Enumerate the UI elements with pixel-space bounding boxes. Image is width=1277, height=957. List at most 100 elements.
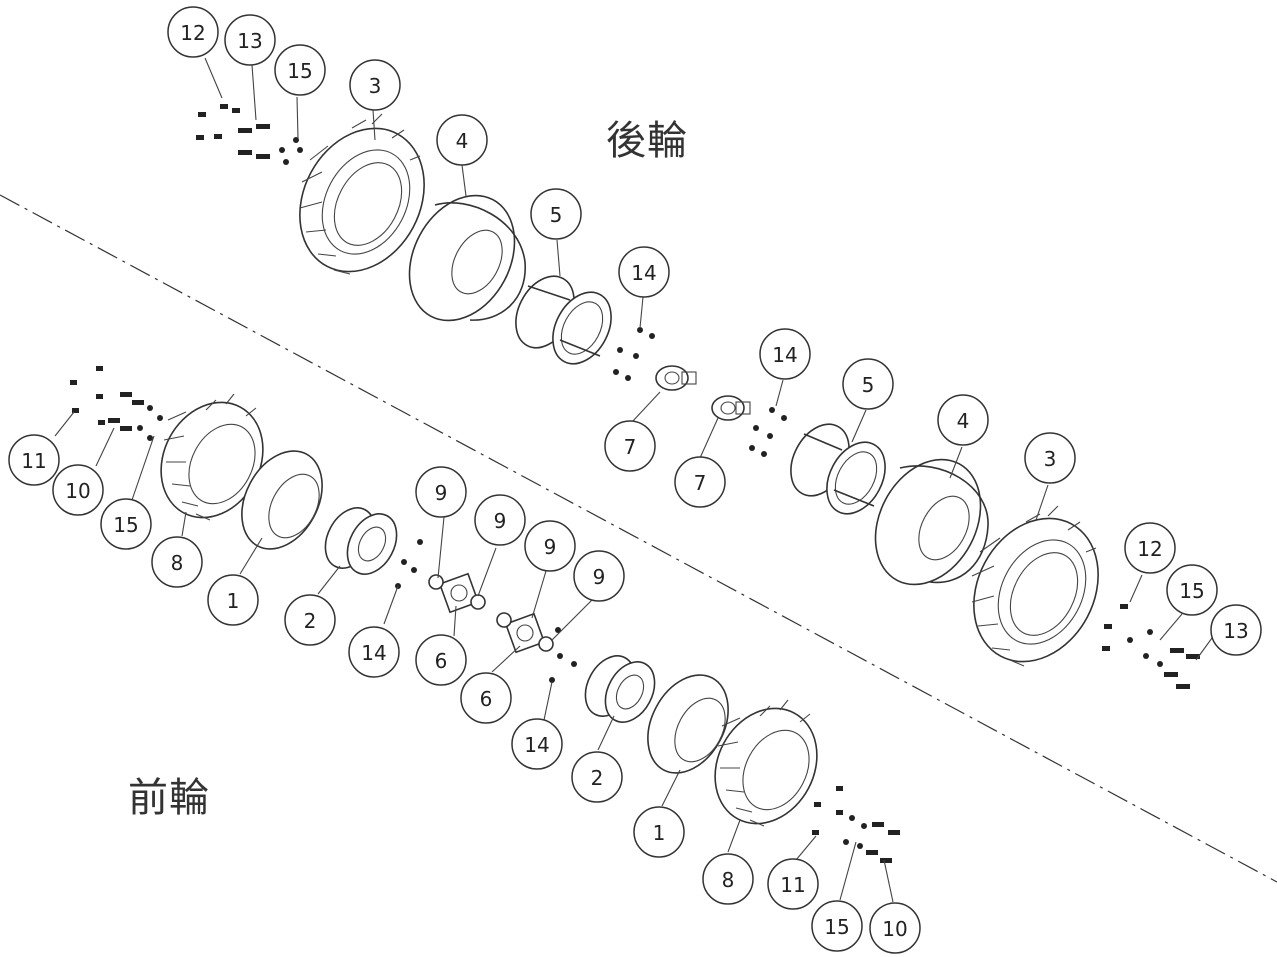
callout-rear-4b: 4 — [937, 394, 989, 446]
rear-hub-left — [655, 365, 697, 391]
callout-rear-5b: 5 — [842, 358, 894, 410]
callout-number: 9 — [494, 509, 507, 533]
callout-circle — [937, 394, 989, 446]
callout-front-8: 8 — [151, 536, 203, 588]
callout-circle — [274, 44, 326, 96]
callout-front-1: 1 — [207, 574, 259, 626]
rear-rim-left — [515, 275, 612, 365]
callout-number: 12 — [180, 21, 205, 45]
front-hub-left — [428, 572, 486, 614]
callout-number: 6 — [480, 687, 493, 711]
callout-circle — [349, 59, 401, 111]
callout-rear-12: 12 — [167, 6, 219, 58]
front-rim-right — [584, 655, 656, 723]
callout-circle — [571, 751, 623, 803]
callout-number: 15 — [113, 513, 138, 537]
rear-tire-left — [299, 113, 425, 275]
callout-rear-14: 14 — [618, 246, 670, 298]
callout-rear-15: 15 — [274, 44, 326, 96]
callout-circle — [100, 498, 152, 550]
callout-circle — [474, 494, 526, 546]
callout-circle — [436, 114, 488, 166]
callout-circle — [530, 188, 582, 240]
callout-circle — [604, 420, 656, 472]
callout-number: 10 — [65, 479, 90, 503]
callout-rear-7b: 7 — [674, 456, 726, 508]
callout-number: 5 — [862, 373, 875, 397]
callout-circle — [1166, 564, 1218, 616]
callout-number: 11 — [780, 873, 805, 897]
callout-rear-4: 4 — [436, 114, 488, 166]
callout-front-9a: 9 — [415, 466, 467, 518]
callout-number: 14 — [772, 343, 797, 367]
callout-circle — [52, 464, 104, 516]
callout-number: 12 — [1137, 537, 1162, 561]
callout-front-9b: 9 — [474, 494, 526, 546]
callout-front-9d: 9 — [573, 550, 625, 602]
rear-tire-right — [971, 505, 1099, 667]
callout-rear-5: 5 — [530, 188, 582, 240]
front-rim-left — [324, 507, 398, 575]
callout-circle — [151, 536, 203, 588]
callout-front-8b: 8 — [702, 853, 754, 905]
callout-circle — [702, 853, 754, 905]
callout-rear-7a: 7 — [604, 420, 656, 472]
callout-front-1b: 1 — [633, 806, 685, 858]
callout-rear-14b: 14 — [759, 328, 811, 380]
callout-circle — [415, 634, 467, 686]
callout-number: 3 — [1044, 447, 1057, 471]
callout-rear-12b: 12 — [1124, 522, 1176, 574]
callout-rear-13b: 13 — [1210, 604, 1262, 656]
callout-number: 8 — [171, 551, 184, 575]
rear-tube-right — [874, 458, 989, 586]
callout-circle — [759, 328, 811, 380]
callout-circle — [415, 466, 467, 518]
callout-circle — [1024, 432, 1076, 484]
callout-circle — [460, 672, 512, 724]
callout-number: 3 — [369, 74, 382, 98]
callout-circle — [1124, 522, 1176, 574]
callout-front-2: 2 — [284, 594, 336, 646]
callout-number: 15 — [824, 915, 849, 939]
callout-circle — [869, 902, 921, 954]
front-tube-left — [241, 450, 323, 550]
callout-circle — [573, 550, 625, 602]
callout-front-15: 15 — [100, 498, 152, 550]
callout-circle — [224, 14, 276, 66]
callout-number: 15 — [287, 59, 312, 83]
callout-front-9c: 9 — [524, 520, 576, 572]
front-tube-right — [647, 674, 729, 774]
callout-circle — [811, 900, 863, 952]
front-hub-right — [496, 612, 554, 654]
callout-circle — [348, 626, 400, 678]
callout-circle — [1210, 604, 1262, 656]
callout-front-11: 11 — [8, 434, 60, 486]
callout-number: 13 — [1223, 619, 1248, 643]
callout-circle — [207, 574, 259, 626]
callout-number: 5 — [550, 203, 563, 227]
rear-fasteners — [196, 104, 1200, 689]
rear-hub-right — [711, 395, 751, 421]
callout-number: 8 — [722, 868, 735, 892]
callout-number: 1 — [227, 589, 240, 613]
rear-rim-right — [790, 423, 886, 515]
callout-circle — [842, 358, 894, 410]
callout-number: 14 — [631, 261, 656, 285]
callout-number: 7 — [624, 435, 637, 459]
callout-rear-15b: 15 — [1166, 564, 1218, 616]
callout-number: 2 — [304, 609, 317, 633]
rear-tube-left — [408, 194, 526, 322]
callout-number: 15 — [1179, 579, 1204, 603]
callout-number: 2 — [591, 766, 604, 790]
callout-circle — [633, 806, 685, 858]
callout-number: 9 — [544, 535, 557, 559]
callout-number: 9 — [435, 481, 448, 505]
front-fasteners — [70, 366, 900, 863]
callout-front-14: 14 — [348, 626, 400, 678]
callout-circle — [284, 594, 336, 646]
callout-circle — [511, 718, 563, 770]
callout-rear-13: 13 — [224, 14, 276, 66]
